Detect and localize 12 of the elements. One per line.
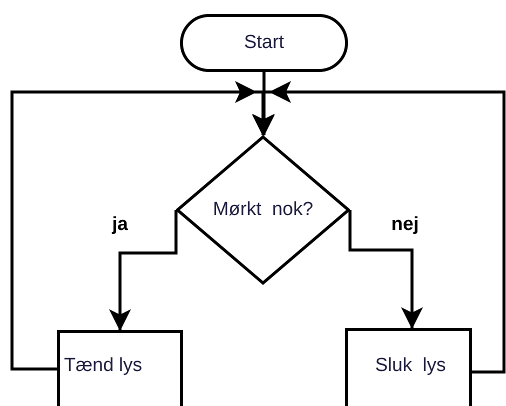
edge-label: ja [110,214,130,236]
arrow [109,210,178,332]
node-text: Mørkt nok? [212,199,314,221]
node-text: Start [244,32,284,54]
decision-diamond [176,135,350,285]
node-text: Sluk lys [375,355,446,377]
start-terminal [180,14,348,72]
node-text: Tænd lys [64,355,142,377]
process-box [57,330,183,406]
arrow [253,72,275,136]
arrow [348,210,423,330]
process-box [345,328,472,406]
